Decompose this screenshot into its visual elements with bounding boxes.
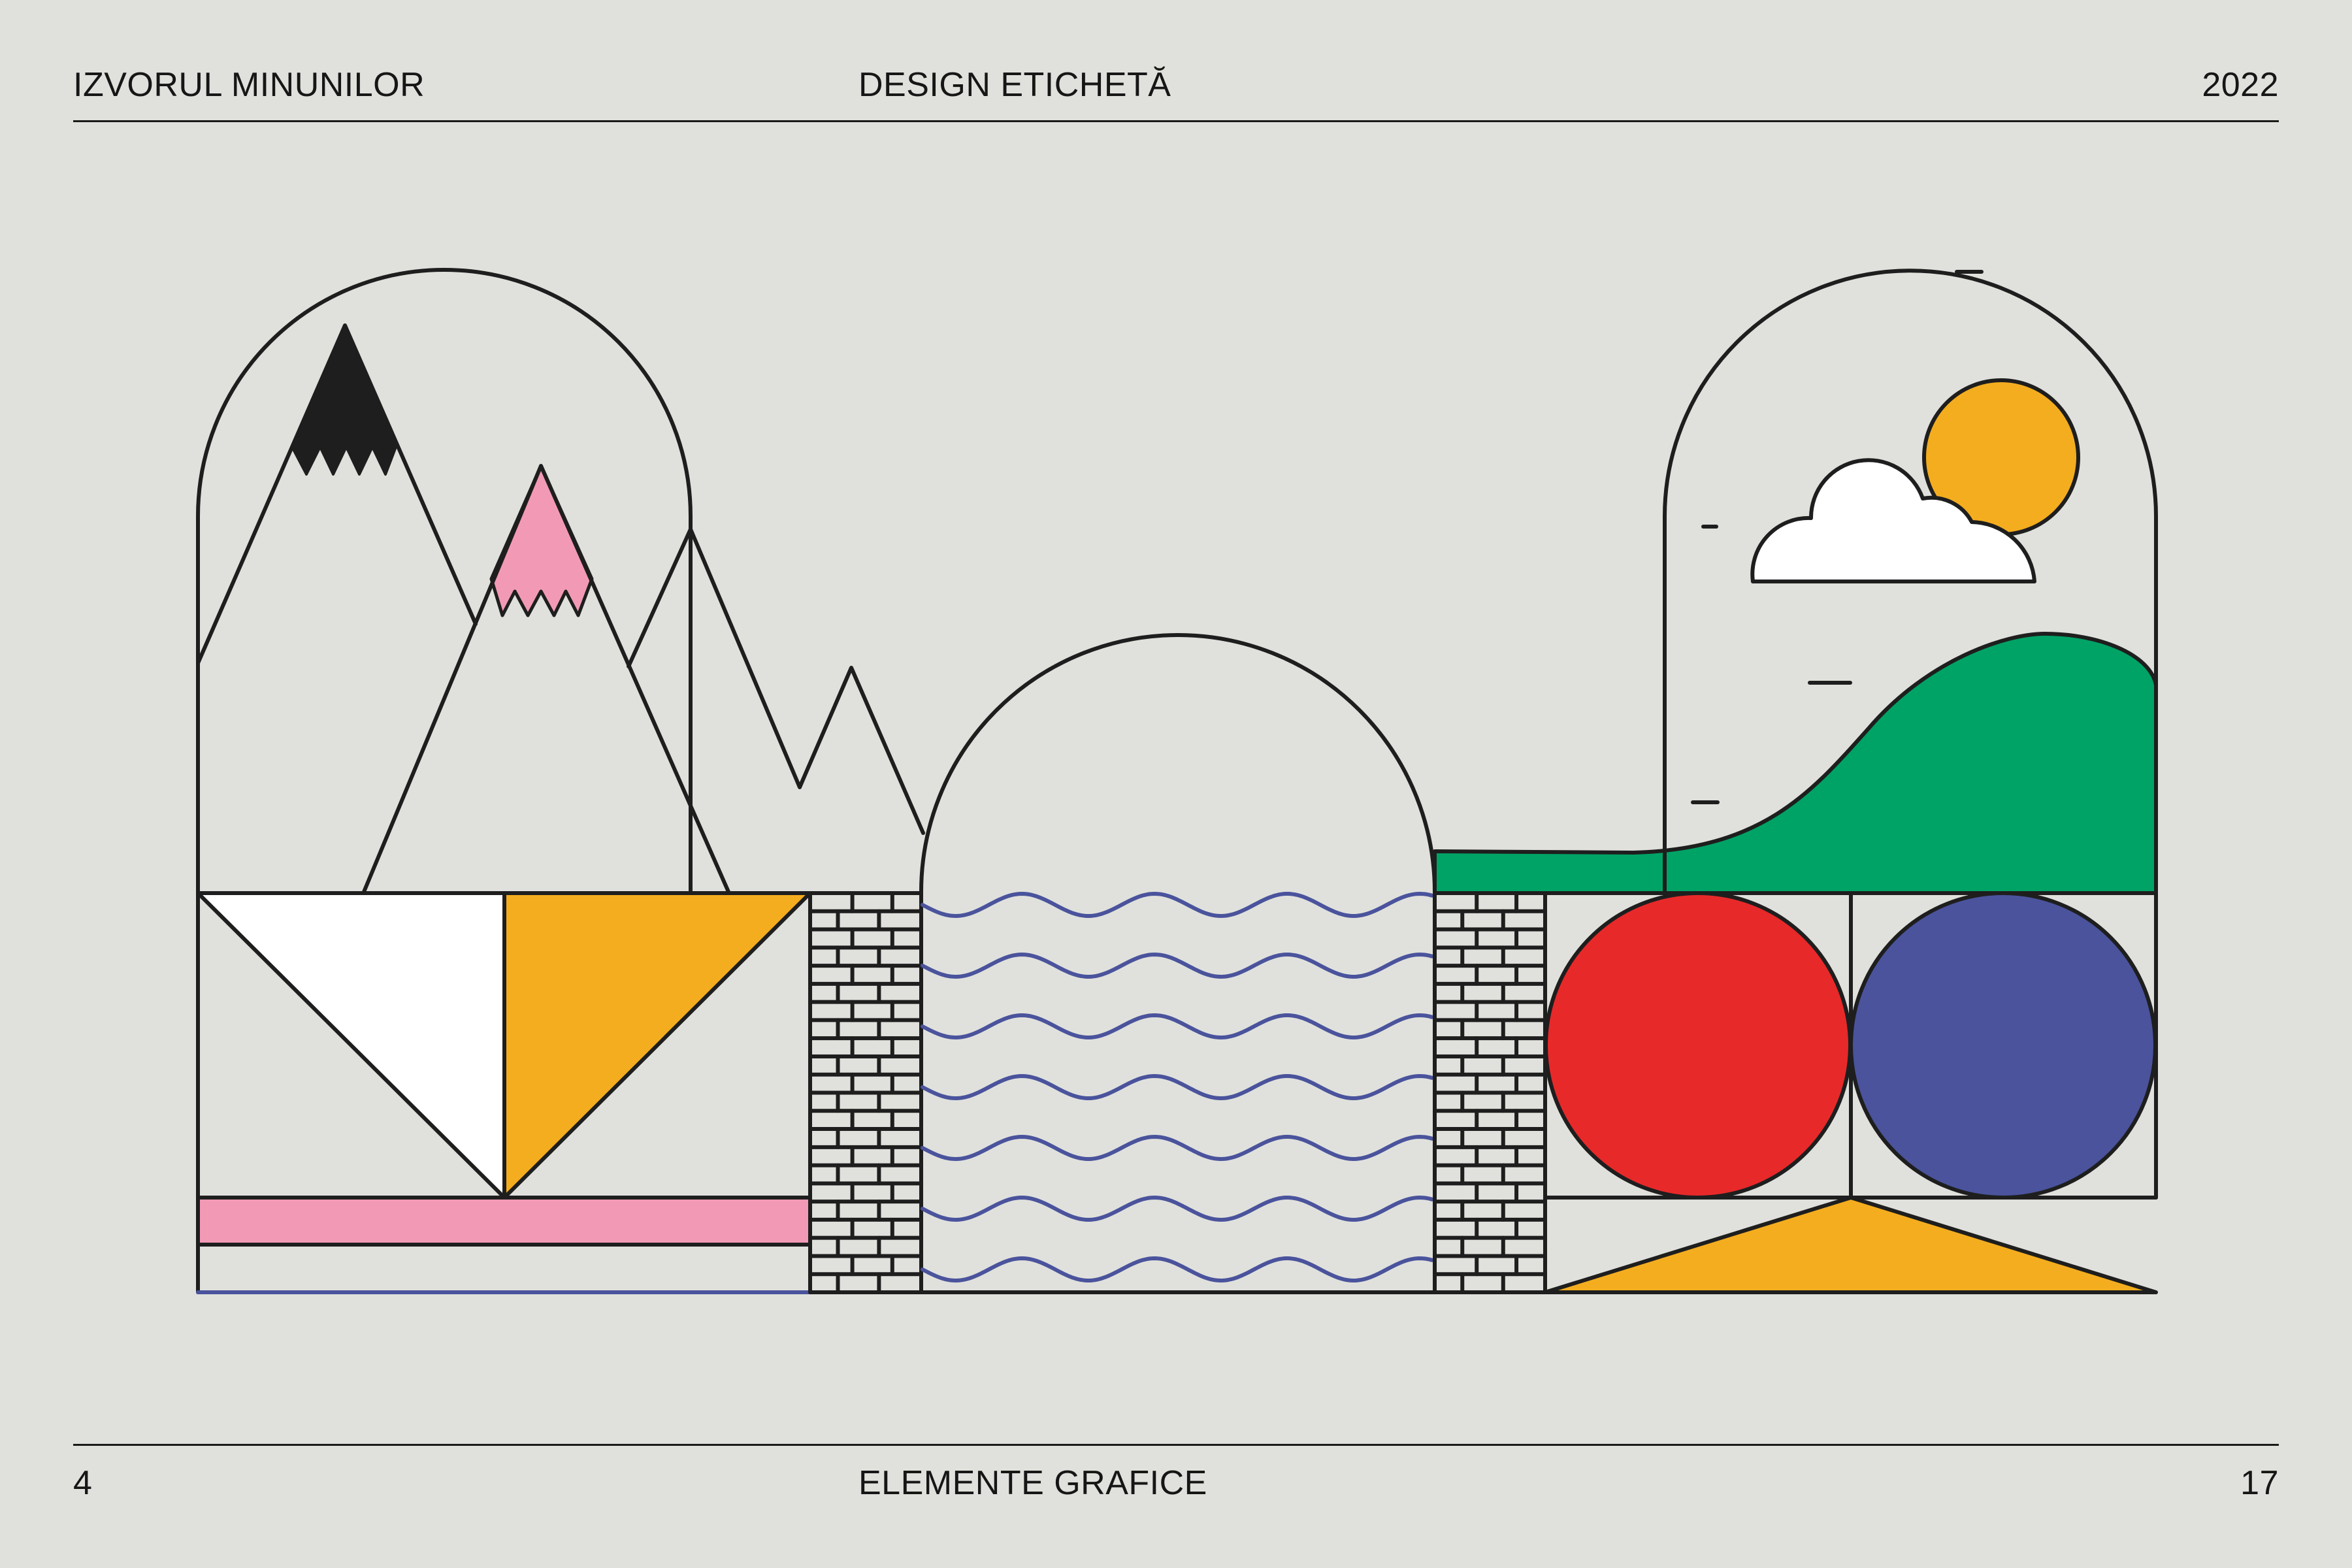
water-arch-group — [808, 633, 1543, 1294]
left-arch-outline — [196, 268, 693, 894]
brick-wall-icon — [808, 891, 923, 1294]
yellow-triangle-icon — [502, 891, 812, 1200]
sky-arch-group — [1433, 269, 2158, 895]
wave-line — [921, 1256, 1434, 1282]
brick-wall-icon — [1433, 891, 1547, 1294]
wave-line — [921, 892, 1434, 918]
wave-line — [921, 1196, 1434, 1222]
center-arch-outline — [919, 633, 1437, 1294]
yellow-roof-triangle-icon — [1543, 1196, 2158, 1294]
hill-icon — [1433, 632, 2158, 895]
triangle-tiles — [196, 890, 812, 1294]
header-rule — [73, 120, 2279, 122]
pink-band — [196, 1196, 812, 1247]
red-circle-icon — [1544, 891, 1852, 1200]
header-year: 2022 — [2202, 66, 2279, 104]
footer-rule — [73, 1444, 2279, 1446]
right-arch-outline — [1663, 269, 2158, 895]
header-left-title: IZVORUL MINUNILOR — [73, 66, 425, 104]
snow-peak-icon — [489, 464, 594, 617]
cloud-icon — [1750, 458, 2036, 583]
circle-tiles — [1433, 891, 2158, 1294]
mountain-icon — [627, 527, 925, 835]
wave-line — [921, 953, 1434, 979]
footer-section-title: ELEMENTE GRAFICE — [858, 1464, 1207, 1502]
footer-page-number: 4 — [73, 1464, 93, 1502]
mountain-icon — [196, 323, 478, 665]
mountain-arch-group — [196, 268, 925, 894]
wave-line — [921, 1074, 1434, 1100]
header-center-title: DESIGN ETICHETĂ — [858, 66, 1171, 104]
black-peak-icon — [291, 324, 397, 476]
wave-line — [921, 1013, 1434, 1039]
wave-line — [921, 1135, 1434, 1161]
footer-page-total: 17 — [2240, 1464, 2279, 1502]
white-triangle-icon — [196, 891, 506, 1200]
mountain-icon — [362, 464, 730, 894]
blue-circle-icon — [1849, 891, 2157, 1200]
wave-icon — [921, 892, 1434, 1282]
